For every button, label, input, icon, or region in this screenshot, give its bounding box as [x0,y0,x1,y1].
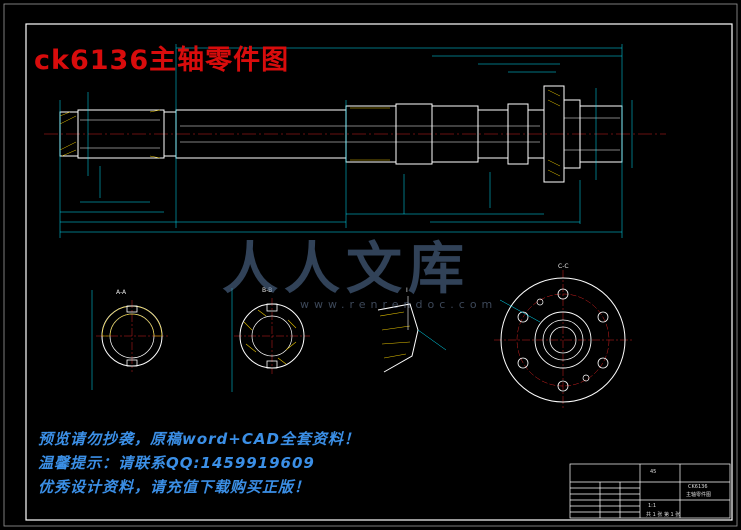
drawing-title: ck6136主轴零件图 [34,45,290,76]
notice-line-2: 温馨提示：请联系QQ:1459919609 [38,454,315,472]
outer-frame [3,3,738,527]
inner-frame [25,23,733,521]
dimension-lines [59,44,633,238]
shaft-bore [80,117,620,151]
title-block-part-desc: 主轴零件图 [686,492,712,498]
watermark-logo: 人人文库 [222,236,470,302]
shaft-outline [59,85,623,183]
feature-hatching [59,89,561,177]
flange-end-view [494,270,632,410]
notice-line-1: 预览请勿抄袭，原稿word+CAD全套资料！ [38,430,360,448]
section-label-a: A-A [116,289,127,296]
title-block-scale: 1:1 [648,503,657,509]
detail-label-i: I [406,287,408,294]
section-a-a [91,290,168,390]
watermark-url: www.renrendoc.com [300,298,498,311]
title-block-material: 45 [650,469,657,475]
section-b-b [231,288,310,392]
section-label-b: B-B [262,287,273,294]
section-label-c: C-C [558,263,569,270]
title-block-sheet: 共 1 张 第 1 张 [646,512,681,518]
notice-line-3: 优秀设计资料，请充值下载购买正版！ [38,478,311,496]
title-block [569,463,731,519]
title-block-part-name: CK6136 [688,484,708,490]
detail-i [377,296,447,373]
